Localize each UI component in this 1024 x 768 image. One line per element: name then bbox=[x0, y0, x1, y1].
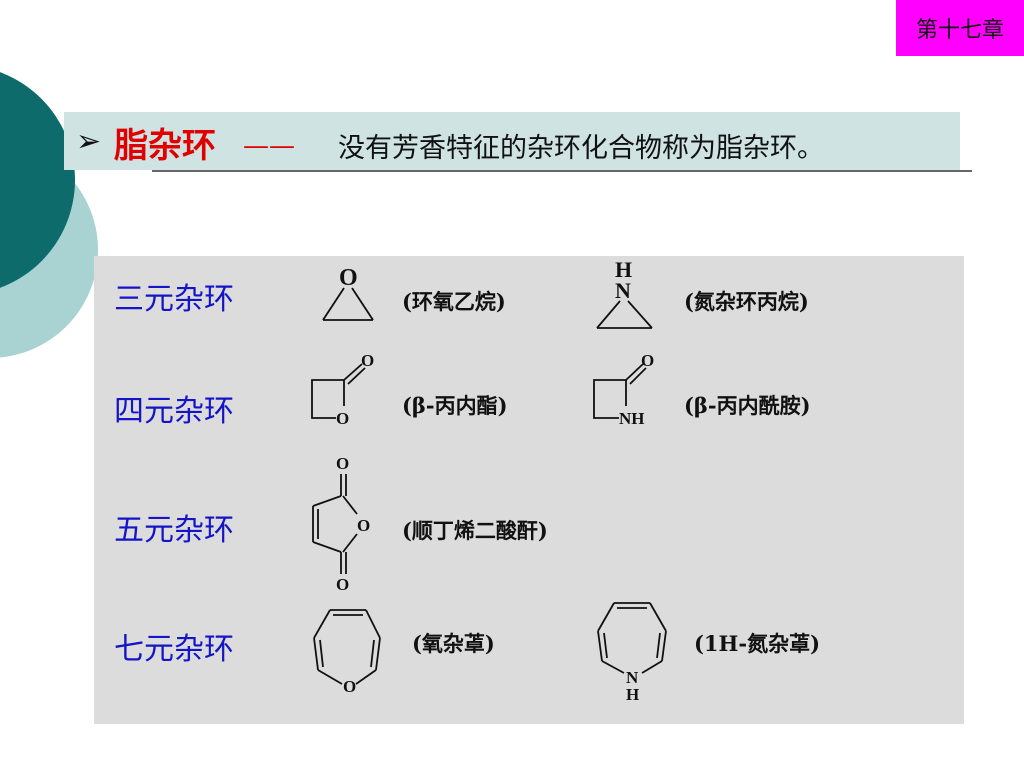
compound-name-oxirane: (环氧乙烷) bbox=[402, 289, 506, 314]
title-bar bbox=[64, 112, 960, 170]
atom-label: O bbox=[357, 516, 370, 535]
atom-label: O bbox=[336, 575, 349, 594]
title-underline bbox=[152, 170, 972, 172]
propiolactone-structure: O O bbox=[311, 351, 374, 428]
compound-name-propiolactam: (β-丙内酰胺) bbox=[684, 393, 811, 418]
compound-name-maleic-anhydride: (顺丁烯二酸酐) bbox=[402, 518, 548, 543]
atom-label: O bbox=[339, 265, 358, 291]
oxepine-structure: O bbox=[313, 609, 381, 696]
row-label-three: 三元杂环 bbox=[114, 282, 234, 317]
aziridine-structure: O H N bbox=[596, 257, 653, 329]
title-term: 脂杂环 bbox=[114, 126, 216, 166]
atom-label: H bbox=[626, 685, 639, 704]
atom-label: O bbox=[361, 351, 374, 370]
row-label-seven: 七元杂环 bbox=[114, 632, 234, 667]
atom-label: N bbox=[615, 278, 631, 303]
atom-label: O bbox=[336, 454, 349, 473]
oxirane-structure: O bbox=[322, 265, 374, 321]
row-label-five: 五元杂环 bbox=[114, 513, 234, 548]
maleic-anhydride-structure: O O O bbox=[312, 454, 370, 594]
title-dash: —— bbox=[243, 131, 295, 161]
compound-name-azepine: (1H-氮杂䓬) bbox=[694, 631, 821, 656]
content-panel bbox=[94, 256, 964, 724]
atom-label: O bbox=[641, 351, 654, 370]
compound-name-propiolactone: (β-丙内酯) bbox=[402, 393, 508, 418]
compound-name-aziridine: (氮杂环丙烷) bbox=[684, 289, 809, 314]
arrow-bullet-icon: ➢ bbox=[76, 124, 102, 159]
atom-label: H bbox=[615, 257, 632, 282]
title-definition: 没有芳香特征的杂环化合物称为脂杂环。 bbox=[338, 133, 824, 164]
azepine-structure: N H bbox=[597, 602, 667, 704]
row-label-four: 四元杂环 bbox=[114, 394, 234, 429]
chapter-tag: 第十七章 bbox=[896, 0, 1024, 56]
atom-label: N bbox=[626, 668, 639, 687]
atom-label: O bbox=[336, 409, 349, 428]
atom-label: O bbox=[343, 677, 356, 696]
decorative-circles bbox=[0, 72, 98, 358]
compound-name-oxepine: (氧杂䓬) bbox=[412, 631, 495, 656]
atom-label: NH bbox=[619, 409, 645, 428]
propiolactam-structure: O NH bbox=[593, 351, 654, 428]
